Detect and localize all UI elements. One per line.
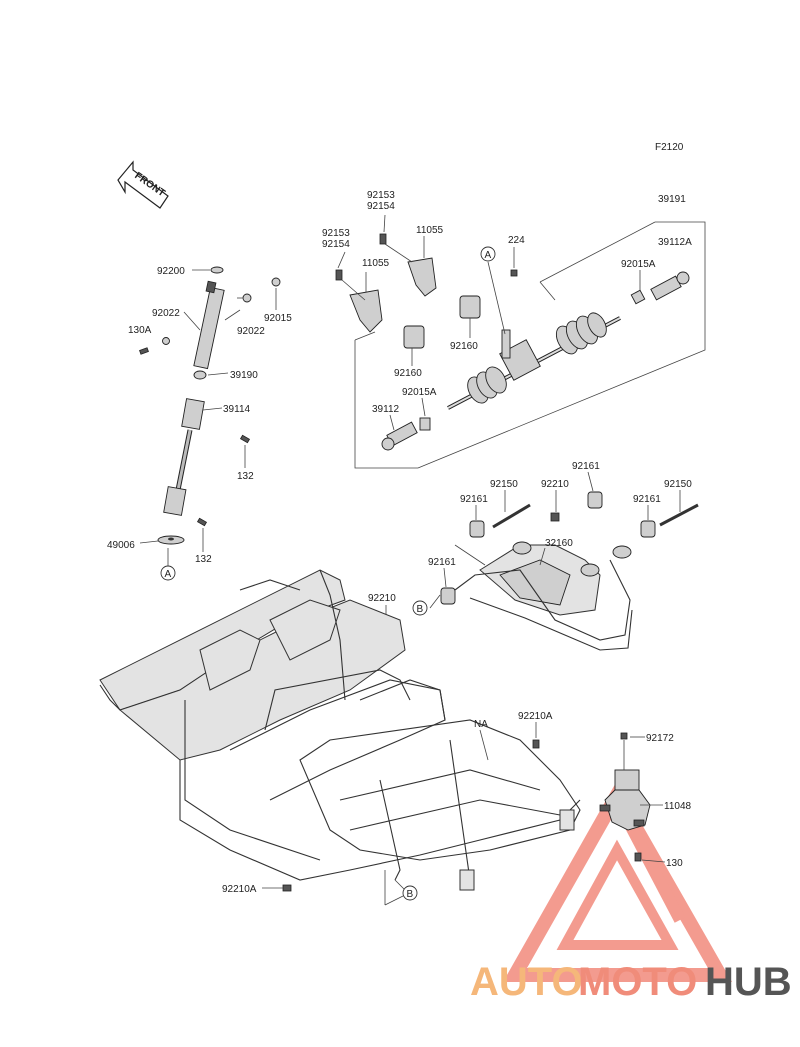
steering-rack <box>447 312 621 410</box>
label-49006: 49006 <box>107 540 135 551</box>
bolt-92172 <box>620 732 628 740</box>
label-92200: 92200 <box>157 266 185 277</box>
label-92153-b: 92153 <box>367 190 395 201</box>
washer-92200 <box>210 266 224 274</box>
label-130: 130 <box>666 858 683 869</box>
label-92150-a: 92150 <box>490 479 518 490</box>
bolt-92153-b <box>379 233 387 245</box>
label-11055-a: 11055 <box>362 258 390 269</box>
svg-text:HUB: HUB <box>705 960 792 1004</box>
tie-rod-end-39112A <box>650 271 690 301</box>
label-224: 224 <box>508 235 525 246</box>
rack-box-left <box>354 340 418 469</box>
front-arrow-icon: FRONT <box>117 160 169 209</box>
bracket-11048 <box>599 769 651 831</box>
label-92015: 92015 <box>264 313 292 324</box>
nut-224 <box>510 269 518 277</box>
label-39190: 39190 <box>230 370 258 381</box>
label-92210-a: 92210 <box>541 479 569 490</box>
label-92210A-a: 92210A <box>518 711 553 722</box>
label-NA: NA <box>474 719 488 730</box>
label-92210-b: 92210 <box>368 593 396 604</box>
label-92154-a: 92154 <box>322 239 350 250</box>
watermark-text: AUTO MOTO HUB <box>470 960 792 1004</box>
label-92161-c: 92161 <box>633 494 661 505</box>
nut-92210-a <box>550 512 560 522</box>
label-132-a: 132 <box>237 471 254 482</box>
bushing-92160-a <box>403 325 425 349</box>
label-11055-b: 11055 <box>416 225 444 236</box>
nut-92015 <box>271 277 281 287</box>
label-39114: 39114 <box>223 404 251 415</box>
label-92160-b: 92160 <box>394 368 422 379</box>
label-132-b: 132 <box>195 554 212 565</box>
label-92153-a: 92153 <box>322 228 350 239</box>
svg-text:B: B <box>407 889 414 900</box>
callout-b-frame: B <box>402 885 418 901</box>
bolt-92150-b <box>659 503 699 527</box>
bolt-130 <box>634 852 642 862</box>
bolt-92210A-a <box>532 739 540 749</box>
label-92150-b: 92150 <box>664 479 692 490</box>
label-39112: 39112 <box>372 404 400 415</box>
bushing-92161-a <box>469 520 485 538</box>
label-92161-b: 92161 <box>572 461 600 472</box>
bolt-92153-a <box>335 269 343 281</box>
label-92154-b: 92154 <box>367 201 395 212</box>
label-92161-d: 92161 <box>428 557 456 568</box>
callout-a-rack: A <box>480 246 496 262</box>
label-92022-b: 92022 <box>237 326 265 337</box>
label-32160: 32160 <box>545 538 573 549</box>
tie-rod-end-39112 <box>381 421 418 451</box>
bracket-11055-b <box>407 257 437 297</box>
main-frame <box>99 569 581 891</box>
bolt-130A <box>139 347 149 355</box>
bolt-132b <box>196 517 208 527</box>
svg-text:AUTO: AUTO <box>470 960 583 1004</box>
bracket-11055-a <box>349 289 383 333</box>
label-92160-a: 92160 <box>450 341 478 352</box>
bushing-92161-b <box>587 491 603 509</box>
bolt-92210A-b <box>282 884 292 892</box>
label-92015A-a: 92015A <box>621 259 656 270</box>
nut-92015A-a <box>630 289 646 305</box>
svg-text:A: A <box>165 569 172 580</box>
label-39191: 39191 <box>658 194 686 205</box>
nut-92015A-b <box>419 417 431 431</box>
svg-text:MOTO: MOTO <box>578 960 697 1004</box>
washer-92022a <box>162 337 170 345</box>
callout-a-shaft: A <box>160 565 176 581</box>
label-92210A-b: 92210A <box>222 884 257 895</box>
label-39112A: 39112A <box>658 237 692 248</box>
label-92015A-b: 92015A <box>402 387 437 398</box>
bushing-92161-d <box>440 587 456 605</box>
rack-box-right <box>417 221 706 469</box>
bolt-132a <box>239 434 251 444</box>
a-arm-assembly <box>454 541 633 651</box>
bushing-92161-c <box>640 520 656 538</box>
bolt-92150-a <box>492 503 531 529</box>
bushing-92160-b <box>459 295 481 319</box>
figure-code: F2120 <box>655 142 684 153</box>
svg-text:B: B <box>417 604 424 615</box>
label-92022-a: 92022 <box>152 308 180 319</box>
steering-shaft <box>157 280 225 545</box>
label-92172: 92172 <box>646 733 674 744</box>
washer-92022b <box>242 293 252 303</box>
label-11048: 11048 <box>664 801 692 812</box>
svg-text:A: A <box>485 250 492 261</box>
label-130A: 130A <box>128 325 152 336</box>
label-92161-a: 92161 <box>460 494 488 505</box>
callout-b-arm: B <box>412 600 428 616</box>
